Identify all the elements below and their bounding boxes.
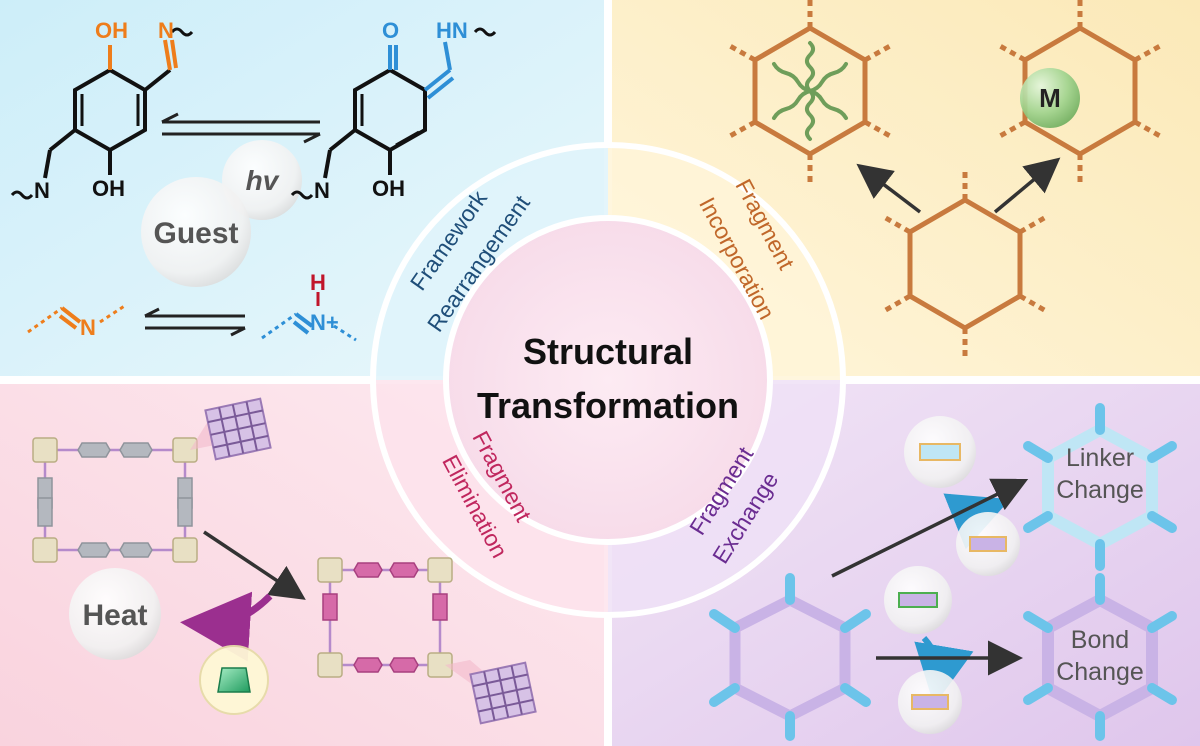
arrow-to-guest-chains — [856, 163, 922, 214]
result-bond-change-line1: Bond — [1071, 626, 1129, 654]
imine-protonation — [27, 292, 357, 342]
guest-stimulus-label: Guest — [153, 217, 238, 250]
center-ring — [370, 142, 846, 618]
iminium-n-atom: N+ — [310, 310, 339, 335]
released-fragment-arrow — [180, 591, 273, 662]
framework-with-metal — [998, 0, 1162, 182]
metal-ion-label: M — [1039, 83, 1061, 113]
light-stimulus-label: hv — [246, 165, 280, 196]
framework-before-elimination — [32, 437, 198, 563]
framework-linker-changed — [1023, 403, 1177, 571]
center-title-line2: Transformation — [477, 385, 739, 426]
keto-enamine-molecule — [290, 27, 497, 200]
keto-n-bottom: N — [314, 178, 330, 203]
result-linker-change-line2: Change — [1056, 476, 1144, 504]
heat-bubble — [69, 568, 161, 660]
keto-hn: HN — [436, 18, 468, 43]
zoom-lattice-after — [445, 660, 537, 725]
center-disc — [443, 215, 773, 545]
heat-stimulus-label: Heat — [82, 599, 147, 632]
framework-bond-changed — [1023, 573, 1177, 741]
enol-imine-molecule — [10, 27, 194, 200]
zoom-lattice-before — [190, 397, 272, 461]
keto-o: O — [382, 18, 399, 43]
enol-n-bottom: N — [34, 178, 50, 203]
imine-n-atom: N — [80, 315, 96, 340]
incoming-bond-fragment — [898, 592, 938, 608]
light-bubble — [222, 140, 302, 220]
arrow-to-linker-change — [831, 478, 1029, 578]
elimination-arrow — [203, 530, 306, 600]
parent-framework — [882, 170, 1048, 358]
released-fragment-gem — [217, 667, 251, 693]
metal-ion-sphere — [1020, 68, 1080, 128]
parent-framework-exchange — [709, 573, 871, 741]
result-bond-change-line2: Change — [1056, 658, 1144, 686]
incoming-linker-fragment — [919, 443, 961, 461]
equilibrium-arrows-top — [161, 112, 321, 144]
center-title-line1: Structural — [523, 331, 693, 372]
arrow-to-metal — [993, 157, 1061, 214]
released-bond-fragment — [911, 694, 949, 710]
framework-after-elimination — [317, 557, 453, 678]
result-linker-change-line1: Linker — [1066, 444, 1134, 472]
released-linker-fragment — [969, 536, 1007, 552]
enol-oh-bottom: OH — [92, 176, 125, 201]
enol-n-top: N — [158, 18, 174, 43]
framework-with-guest-chains — [728, 0, 892, 182]
iminium-h-atom: H — [310, 270, 326, 295]
enol-oh-top: OH — [95, 18, 128, 43]
keto-oh-bottom: OH — [372, 176, 405, 201]
guest-bubble — [141, 177, 251, 287]
